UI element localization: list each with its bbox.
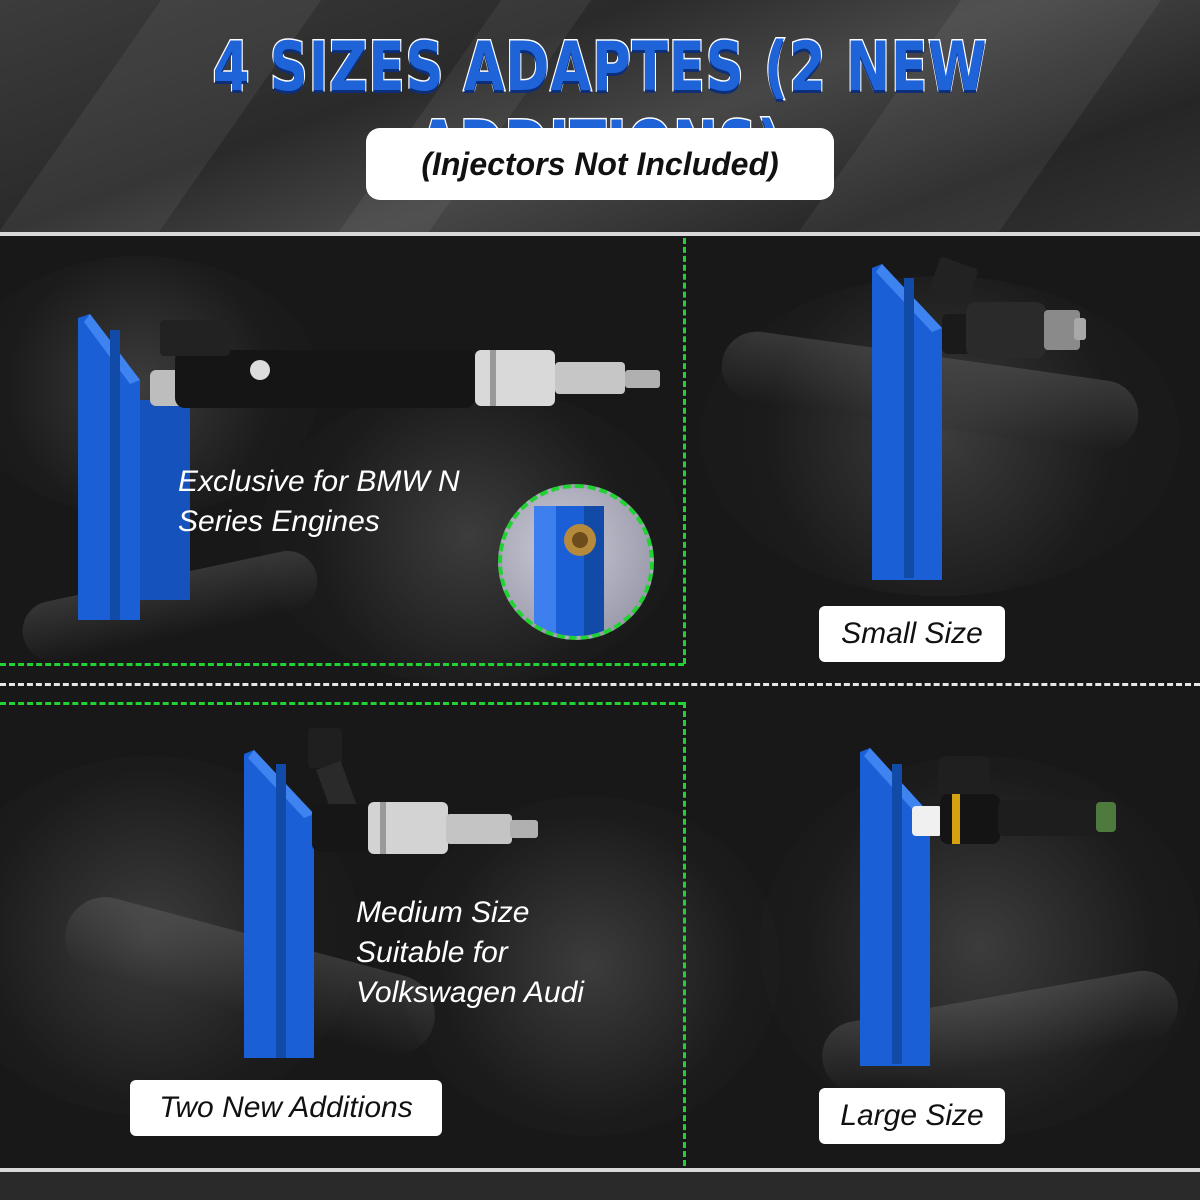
subtitle-text: (Injectors Not Included): [421, 145, 779, 182]
green-divider-horizontal-bottom: [0, 702, 684, 705]
middle-divider: [0, 683, 1200, 686]
green-divider-horizontal-top: [0, 663, 684, 666]
header-band: 4 SIZES ADAPTES (2 NEW ADDITIONS) (Injec…: [0, 0, 1200, 232]
small-injector-image: [872, 257, 1086, 580]
medium-description: Medium Size Suitable for Volkswagen Audi: [356, 893, 584, 1013]
small-size-badge: Small Size: [819, 606, 1005, 662]
brass-insert-icon: [534, 506, 604, 636]
brass-insert-detail: [498, 484, 654, 640]
green-divider-vertical-bottom: [683, 702, 686, 1166]
bmw-description: Exclusive for BMW N Series Engines: [178, 462, 460, 542]
new-additions-badge: Two New Additions: [130, 1080, 442, 1136]
small-size-label: Small Size: [841, 617, 983, 650]
footer-band: [0, 1172, 1200, 1200]
bottom-divider: [0, 1168, 1200, 1172]
medium-description-line2: Suitable for: [356, 936, 508, 969]
green-divider-vertical-top: [683, 238, 686, 664]
large-injector-image: [860, 748, 1116, 1066]
subtitle-badge: (Injectors Not Included): [366, 128, 834, 200]
large-size-badge: Large Size: [819, 1088, 1005, 1144]
medium-injector-image: [244, 728, 538, 1058]
medium-description-line1: Medium Size: [356, 896, 530, 929]
large-size-label: Large Size: [840, 1099, 984, 1132]
medium-description-line3: Volkswagen Audi: [356, 976, 584, 1009]
new-additions-label: Two New Additions: [159, 1091, 413, 1124]
bmw-description-line2: Series Engines: [178, 505, 380, 538]
bmw-injector-image: [78, 314, 660, 620]
header-divider: [0, 232, 1200, 236]
bmw-description-line1: Exclusive for BMW N: [178, 465, 460, 498]
